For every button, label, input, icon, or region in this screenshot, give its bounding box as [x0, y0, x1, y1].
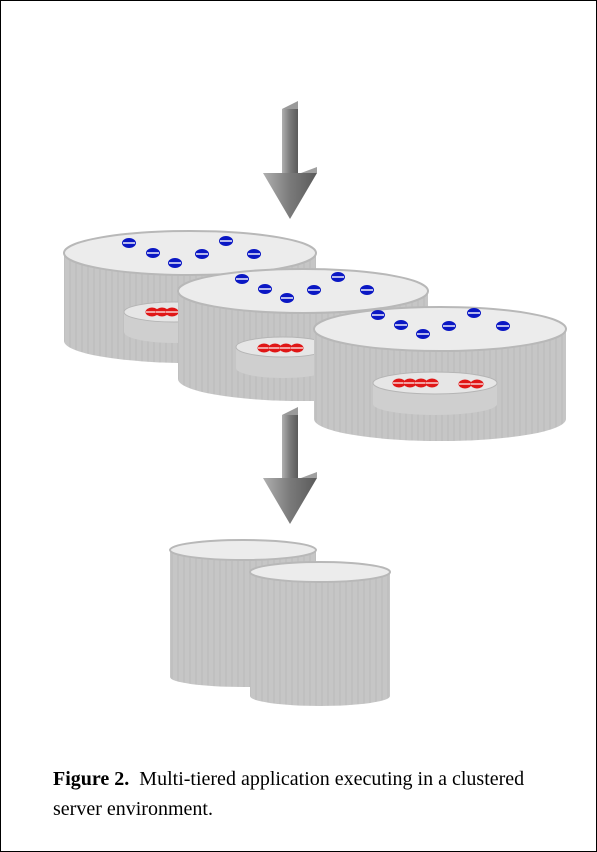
figure-label: Figure 2.	[53, 768, 130, 790]
down-arrow-icon	[263, 407, 317, 524]
inner-tier-cylinder	[372, 371, 498, 415]
db-server-cylinder-icon	[249, 561, 391, 706]
figure-caption: Figure 2. Multi-tiered application execu…	[53, 764, 553, 824]
down-arrow-icon	[263, 101, 317, 219]
cluster-diagram	[63, 101, 567, 706]
figure-caption-text: Multi-tiered application executing in a …	[53, 768, 525, 820]
app-server-cylinder-icon	[313, 306, 567, 441]
thread-token-icon	[144, 306, 180, 318]
